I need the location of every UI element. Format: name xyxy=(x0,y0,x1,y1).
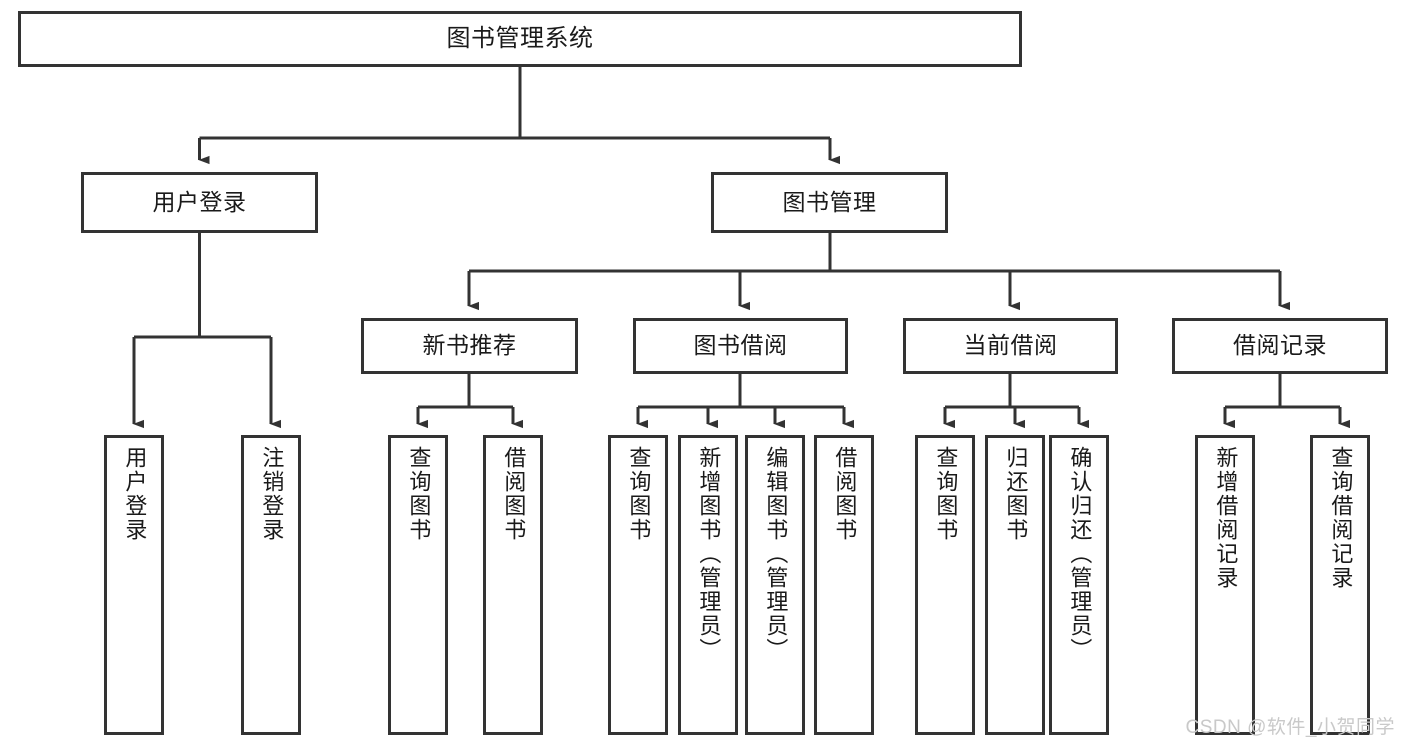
node-label: 确认归还（管理员） xyxy=(1067,446,1093,662)
node-new-book-rec[interactable]: 新书推荐 xyxy=(361,318,578,374)
node-label: 借阅图书 xyxy=(832,446,858,542)
node-label: 图书管理 xyxy=(782,188,877,215)
node-label: 新书推荐 xyxy=(422,332,517,359)
node-leaf-confirm-return[interactable]: 确认归还（管理员） xyxy=(1049,435,1109,735)
node-current-borrow[interactable]: 当前借阅 xyxy=(903,318,1118,374)
node-label: 借阅图书 xyxy=(501,446,527,542)
node-leaf-query-record[interactable]: 查询借阅记录 xyxy=(1310,435,1370,735)
node-leaf-return-book[interactable]: 归还图书 xyxy=(985,435,1045,735)
node-label: 借阅记录 xyxy=(1233,332,1327,359)
node-label: 新增借阅记录 xyxy=(1213,446,1239,590)
node-label: 归还图书 xyxy=(1003,446,1029,542)
node-leaf-logout[interactable]: 注销登录 xyxy=(241,435,301,735)
node-label: 当前借阅 xyxy=(963,332,1058,359)
node-label: 注销登录 xyxy=(259,446,285,542)
node-book-borrow[interactable]: 图书借阅 xyxy=(633,318,848,374)
node-leaf-add-record[interactable]: 新增借阅记录 xyxy=(1195,435,1255,735)
node-label: 图书管理系统 xyxy=(446,24,594,52)
node-label: 用户登录 xyxy=(122,446,148,542)
node-leaf-query-book-1[interactable]: 查询图书 xyxy=(388,435,448,735)
node-leaf-user-login[interactable]: 用户登录 xyxy=(104,435,164,735)
node-leaf-query-book-3[interactable]: 查询图书 xyxy=(915,435,975,735)
node-root[interactable]: 图书管理系统 xyxy=(18,11,1022,67)
node-label: 编辑图书（管理员） xyxy=(763,446,789,662)
node-label: 查询图书 xyxy=(626,446,652,542)
node-leaf-edit-book[interactable]: 编辑图书（管理员） xyxy=(745,435,805,735)
node-leaf-query-book-2[interactable]: 查询图书 xyxy=(608,435,668,735)
node-label: 查询图书 xyxy=(406,446,432,542)
node-book-manage[interactable]: 图书管理 xyxy=(711,172,948,233)
node-leaf-borrow-book-1[interactable]: 借阅图书 xyxy=(483,435,543,735)
node-leaf-borrow-book-2[interactable]: 借阅图书 xyxy=(814,435,874,735)
node-label: 用户登录 xyxy=(152,188,247,215)
node-borrow-record[interactable]: 借阅记录 xyxy=(1172,318,1388,374)
node-user-login[interactable]: 用户登录 xyxy=(81,172,318,233)
node-label: 查询借阅记录 xyxy=(1328,446,1354,590)
node-label: 图书借阅 xyxy=(693,332,788,359)
node-label: 新增图书（管理员） xyxy=(696,446,722,662)
node-leaf-add-book[interactable]: 新增图书（管理员） xyxy=(678,435,738,735)
node-label: 查询图书 xyxy=(933,446,959,542)
